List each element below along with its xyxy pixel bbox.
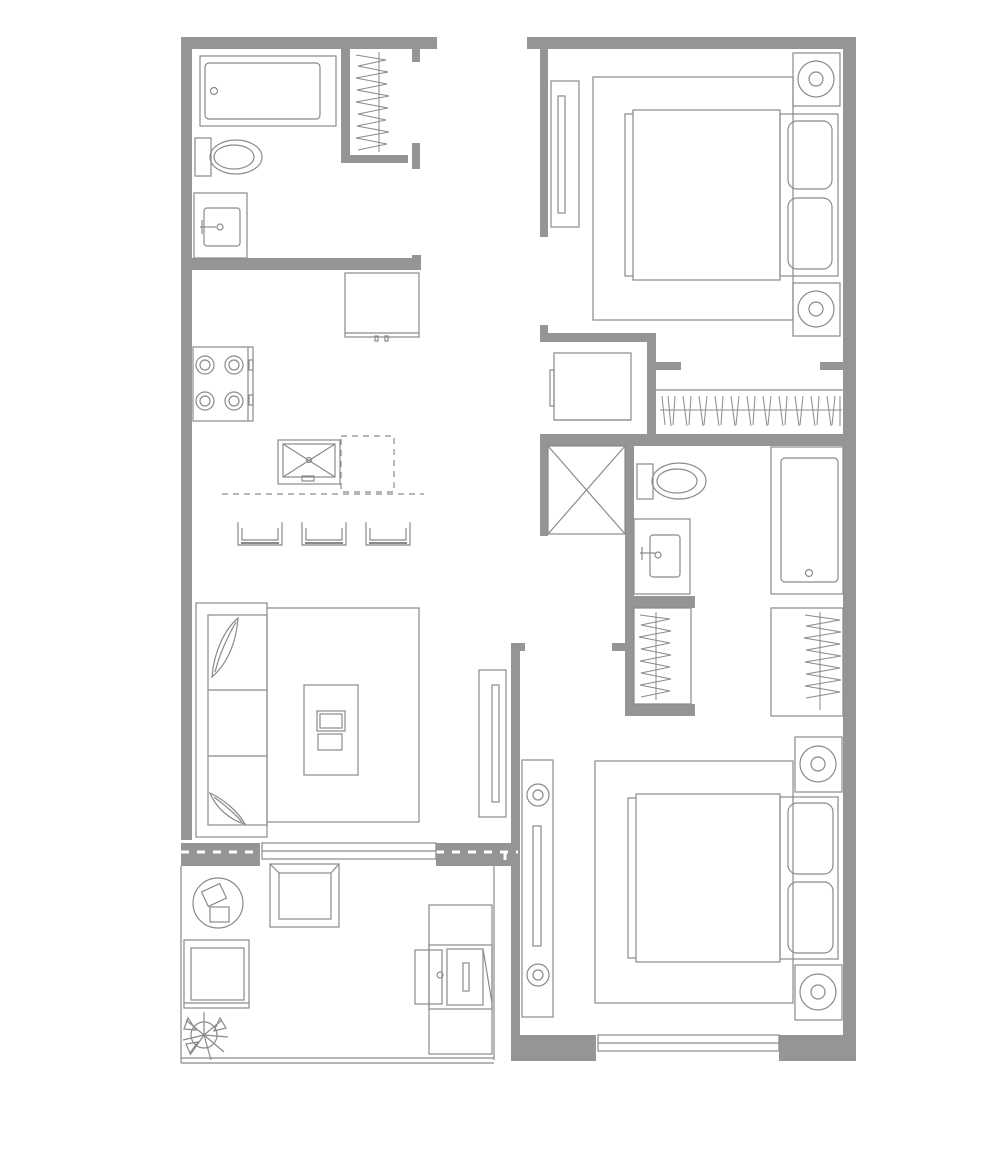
desk-icon xyxy=(414,904,493,1055)
refrigerator-icon xyxy=(344,272,420,342)
wall xyxy=(511,643,520,1051)
kitchen-island xyxy=(222,435,424,495)
wall xyxy=(540,333,656,342)
wall xyxy=(341,37,350,163)
wall xyxy=(625,704,695,716)
bathtub-icon xyxy=(770,446,844,595)
wall xyxy=(412,44,420,62)
closet-icon xyxy=(633,607,692,705)
nightstand-icon xyxy=(794,964,843,1021)
wall xyxy=(540,37,548,237)
wall xyxy=(181,843,260,866)
wall xyxy=(612,643,626,651)
bar-stool-icon xyxy=(301,522,347,546)
sink-icon xyxy=(633,518,691,595)
wall xyxy=(625,596,695,608)
wall xyxy=(181,37,192,840)
walls xyxy=(181,37,856,1061)
sofa-icon xyxy=(195,602,268,838)
plant-icon xyxy=(182,1012,229,1061)
bathtub-icon xyxy=(199,55,337,127)
bar-stool-icon xyxy=(365,522,411,546)
washer-icon xyxy=(549,352,632,421)
wall xyxy=(656,362,681,370)
wall xyxy=(779,1035,856,1061)
tv-console xyxy=(550,80,580,228)
wall xyxy=(527,37,856,49)
wall xyxy=(341,155,408,163)
sliding-door xyxy=(261,842,780,1052)
wall xyxy=(625,440,634,716)
nightstand-icon xyxy=(794,736,843,793)
closet-icon xyxy=(355,52,390,152)
toilet-icon xyxy=(636,462,707,500)
wall xyxy=(412,255,421,270)
toilet-icon xyxy=(194,137,263,177)
nightstand-icon xyxy=(792,282,841,337)
balcony-door-lines xyxy=(180,850,518,1064)
bed-icon xyxy=(624,109,839,281)
wall xyxy=(436,843,518,866)
wall xyxy=(181,37,437,49)
bed-icon xyxy=(627,793,839,963)
wall xyxy=(412,143,420,169)
wall xyxy=(647,333,656,443)
closet-icon xyxy=(770,607,844,717)
shower-icon xyxy=(547,445,626,535)
wall xyxy=(540,434,856,446)
wall xyxy=(181,258,421,270)
closet-icon xyxy=(656,389,843,427)
bar-stool-icon xyxy=(237,522,283,546)
coffee-table xyxy=(303,684,359,776)
wall xyxy=(820,362,845,370)
sink-icon xyxy=(193,192,248,259)
wall xyxy=(511,1035,596,1061)
wall xyxy=(540,434,548,536)
nightstand-icon xyxy=(792,52,841,107)
armchair-icon xyxy=(269,863,340,928)
wall xyxy=(843,37,856,1060)
side-table-icon xyxy=(192,877,244,929)
tv-console xyxy=(521,759,554,1018)
tv-console xyxy=(478,669,507,818)
stove-icon xyxy=(192,346,254,422)
armchair-icon xyxy=(183,939,250,1009)
area-rug xyxy=(594,760,794,1004)
